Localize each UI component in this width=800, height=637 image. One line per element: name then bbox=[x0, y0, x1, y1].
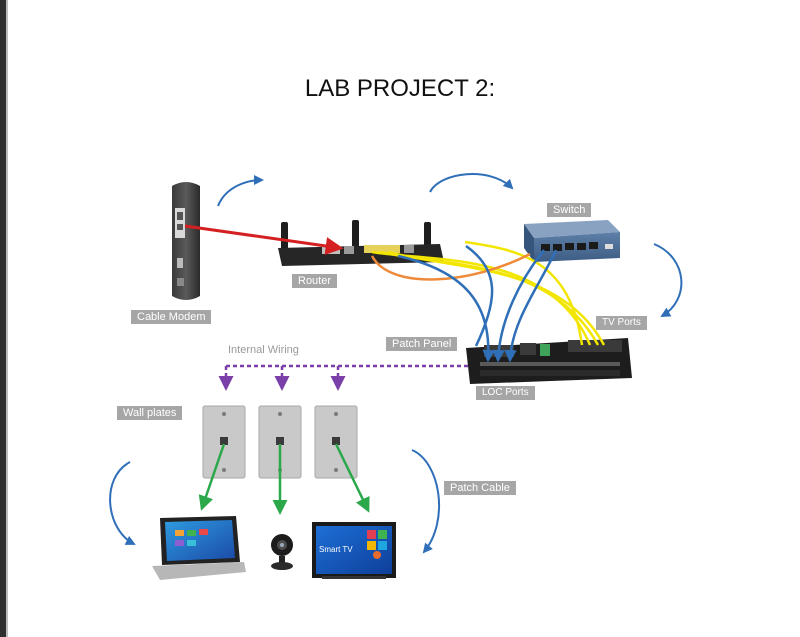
window-edge bbox=[0, 0, 8, 637]
laptop-icon bbox=[152, 516, 246, 580]
wall-plates-label: Wall plates bbox=[117, 406, 183, 420]
patch-panel-label: Patch Panel bbox=[386, 337, 458, 351]
switch-label: Switch bbox=[547, 203, 592, 217]
router-icon bbox=[278, 220, 444, 266]
router-switch-cable bbox=[370, 252, 531, 281]
loc-ports-label: LOC Ports bbox=[476, 386, 535, 400]
wall-plate-icon bbox=[202, 405, 246, 479]
cable-modem-label: Cable Modem bbox=[131, 310, 212, 324]
modem-router-cable bbox=[184, 224, 344, 255]
smart-tv-text: Smart TV bbox=[319, 545, 353, 554]
cable-modem-icon bbox=[172, 182, 200, 300]
device-connection-arrows bbox=[198, 443, 370, 515]
router-label: Router bbox=[292, 274, 338, 288]
patch-panel-icon bbox=[466, 338, 632, 384]
internal-wiring-lines bbox=[218, 364, 470, 391]
tv-ports-label: TV Ports bbox=[596, 316, 647, 330]
patch-cable-arrows bbox=[109, 173, 683, 554]
wall-plate-icon bbox=[314, 405, 358, 479]
smart-tv-icon bbox=[312, 522, 396, 579]
switch-icon bbox=[524, 220, 620, 262]
loc-port-cables bbox=[397, 244, 558, 363]
internal-wiring-label: Internal Wiring bbox=[222, 343, 305, 357]
security-camera-icon bbox=[271, 534, 293, 570]
page-title: LAB PROJECT 2: bbox=[304, 75, 496, 102]
patch-cable-label: Patch Cable bbox=[444, 481, 516, 495]
wall-plate-icon bbox=[258, 405, 302, 479]
